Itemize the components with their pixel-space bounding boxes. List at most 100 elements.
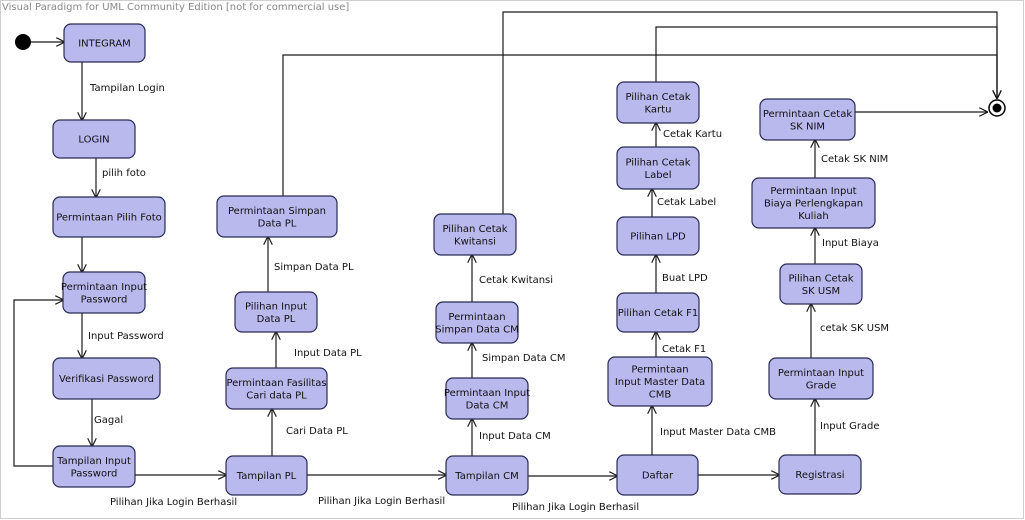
transition-label: Pilihan Jika Login Berhasil xyxy=(512,502,639,513)
state-verifikasi: Verifikasi Password xyxy=(52,357,161,400)
state-label: Permintaan Input xyxy=(778,368,864,379)
transition-t6 xyxy=(13,300,63,467)
state-label: Simpan Data CM xyxy=(435,324,519,335)
state-label: Permintaan xyxy=(631,365,688,376)
state-label: Tampilan Input xyxy=(56,456,131,467)
transition-label: Cetak Label xyxy=(657,197,716,208)
state-label: Kuliah xyxy=(798,211,828,222)
initial-state xyxy=(15,34,31,50)
transition-label: Simpan Data PL xyxy=(274,262,354,273)
state-label: SK NIM xyxy=(790,121,825,132)
state-box xyxy=(234,291,318,333)
state-label: Permintaan Input xyxy=(61,282,147,293)
state-box xyxy=(616,454,699,496)
state-label: Pilihan Cetak xyxy=(788,273,853,284)
state-label: Biaya Perlengkapan xyxy=(764,199,863,210)
state-label: Permintaan Input xyxy=(444,388,530,399)
transition-label: Input Master Data CMB xyxy=(660,427,776,438)
state-box xyxy=(445,377,529,420)
state-box xyxy=(616,216,700,256)
state-label: Verifikasi Password xyxy=(59,374,154,385)
transition-label: Input Biaya xyxy=(822,238,879,249)
state-label: Cari data PL xyxy=(246,390,307,401)
transition-label: Buat LPD xyxy=(662,273,708,284)
state-label: Pilihan Cetak xyxy=(625,157,690,168)
state-box xyxy=(445,455,529,496)
state-label: Pilihan Cetak xyxy=(442,224,507,235)
transitions-layer xyxy=(13,11,997,476)
state-label: Pilihan LPD xyxy=(630,232,686,243)
state-label: Registrasi xyxy=(795,470,844,481)
state-box xyxy=(768,357,874,400)
final-state-core xyxy=(992,103,1002,113)
state-cetak-f1: Pilihan Cetak F1 xyxy=(616,292,700,333)
state-label: Data PL xyxy=(257,314,296,325)
transition-label: Pilihan Jika Login Berhasil xyxy=(318,496,445,507)
state-registrasi: Registrasi xyxy=(778,454,862,495)
state-box xyxy=(435,301,519,344)
state-label: Permintaan Pilih Foto xyxy=(56,213,162,224)
state-label: Pilihan Cetak F1 xyxy=(618,308,698,319)
transition-label: Cetak F1 xyxy=(662,344,706,355)
state-label: Tampilan CM xyxy=(454,471,518,482)
state-integram: INTEGRAM xyxy=(63,23,146,63)
transition-label: Simpan Data CM xyxy=(482,353,566,364)
state-label: Daftar xyxy=(642,471,674,482)
state-box xyxy=(52,119,136,159)
state-label: INTEGRAM xyxy=(78,39,131,50)
transition-t23 xyxy=(655,26,997,98)
state-box xyxy=(616,81,700,124)
state-box xyxy=(607,356,713,407)
state-pilih-foto: Permintaan Pilih Foto xyxy=(52,196,166,238)
state-box xyxy=(616,146,700,190)
state-cetak-sk-usm: Pilihan Cetak SK USM xyxy=(779,263,863,305)
state-box xyxy=(616,292,700,333)
state-box xyxy=(225,367,328,410)
state-label: Pilihan Cetak xyxy=(625,92,690,103)
state-box xyxy=(216,195,338,238)
state-box xyxy=(759,98,856,141)
state-label: Grade xyxy=(806,380,837,391)
transition-label: Input Data CM xyxy=(479,431,551,442)
state-tampilan-pl: Tampilan PL xyxy=(225,455,308,496)
state-label: Password xyxy=(81,294,128,305)
transition-label: Cetak Kartu xyxy=(663,129,722,140)
state-label: Label xyxy=(645,170,672,181)
state-login: LOGIN xyxy=(52,119,136,159)
transition-label: pilih foto xyxy=(102,168,146,179)
state-box xyxy=(225,455,308,496)
state-box xyxy=(52,357,161,400)
state-label: Kwitansi xyxy=(454,236,496,247)
state-pilihan-lpd: Pilihan LPD xyxy=(616,216,700,256)
state-label: Data PL xyxy=(258,218,297,229)
transition-label: Input Grade xyxy=(820,421,880,432)
state-box xyxy=(778,454,862,495)
state-label: Pilihan Input xyxy=(245,301,307,312)
transition-label: Cari Data PL xyxy=(286,426,348,437)
transition-label: Cetak Kwitansi xyxy=(479,275,553,286)
pseudostates-layer xyxy=(15,34,1006,117)
transition-label: Tampilan Login xyxy=(89,83,165,94)
state-label: Permintaan Cetak xyxy=(763,109,852,120)
state-label: SK USM xyxy=(802,286,840,297)
state-box xyxy=(52,445,136,488)
state-label: Permintaan Simpan xyxy=(228,206,326,217)
